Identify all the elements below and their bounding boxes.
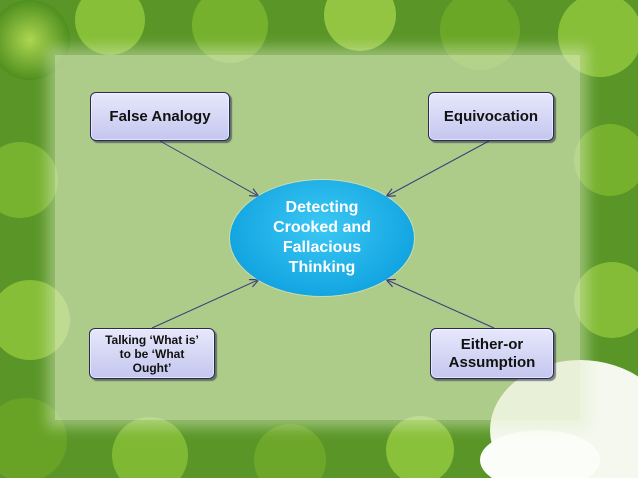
center-node: Detecting Crooked and Fallacious Thinkin… [230, 180, 414, 296]
node-either-or-label: Either-or Assumption [448, 335, 536, 371]
connector-talking-what-is [151, 280, 258, 329]
node-equivocation: Equivocation [428, 92, 554, 141]
node-equivocation-label: Equivocation [443, 108, 539, 125]
connector-false-analogy [159, 140, 258, 196]
node-talking-what-is-label: Talking ‘What is’ to be ‘What Ought’ [105, 332, 199, 375]
connector-equivocation [387, 140, 490, 196]
node-false-analogy-label: False Analogy [109, 108, 211, 125]
node-false-analogy: False Analogy [90, 92, 230, 141]
center-node-label: Detecting Crooked and Fallacious Thinkin… [273, 199, 371, 276]
node-talking-what-is: Talking ‘What is’ to be ‘What Ought’ [89, 328, 215, 379]
connector-either-or [387, 280, 495, 329]
node-either-or: Either-or Assumption [430, 328, 554, 379]
